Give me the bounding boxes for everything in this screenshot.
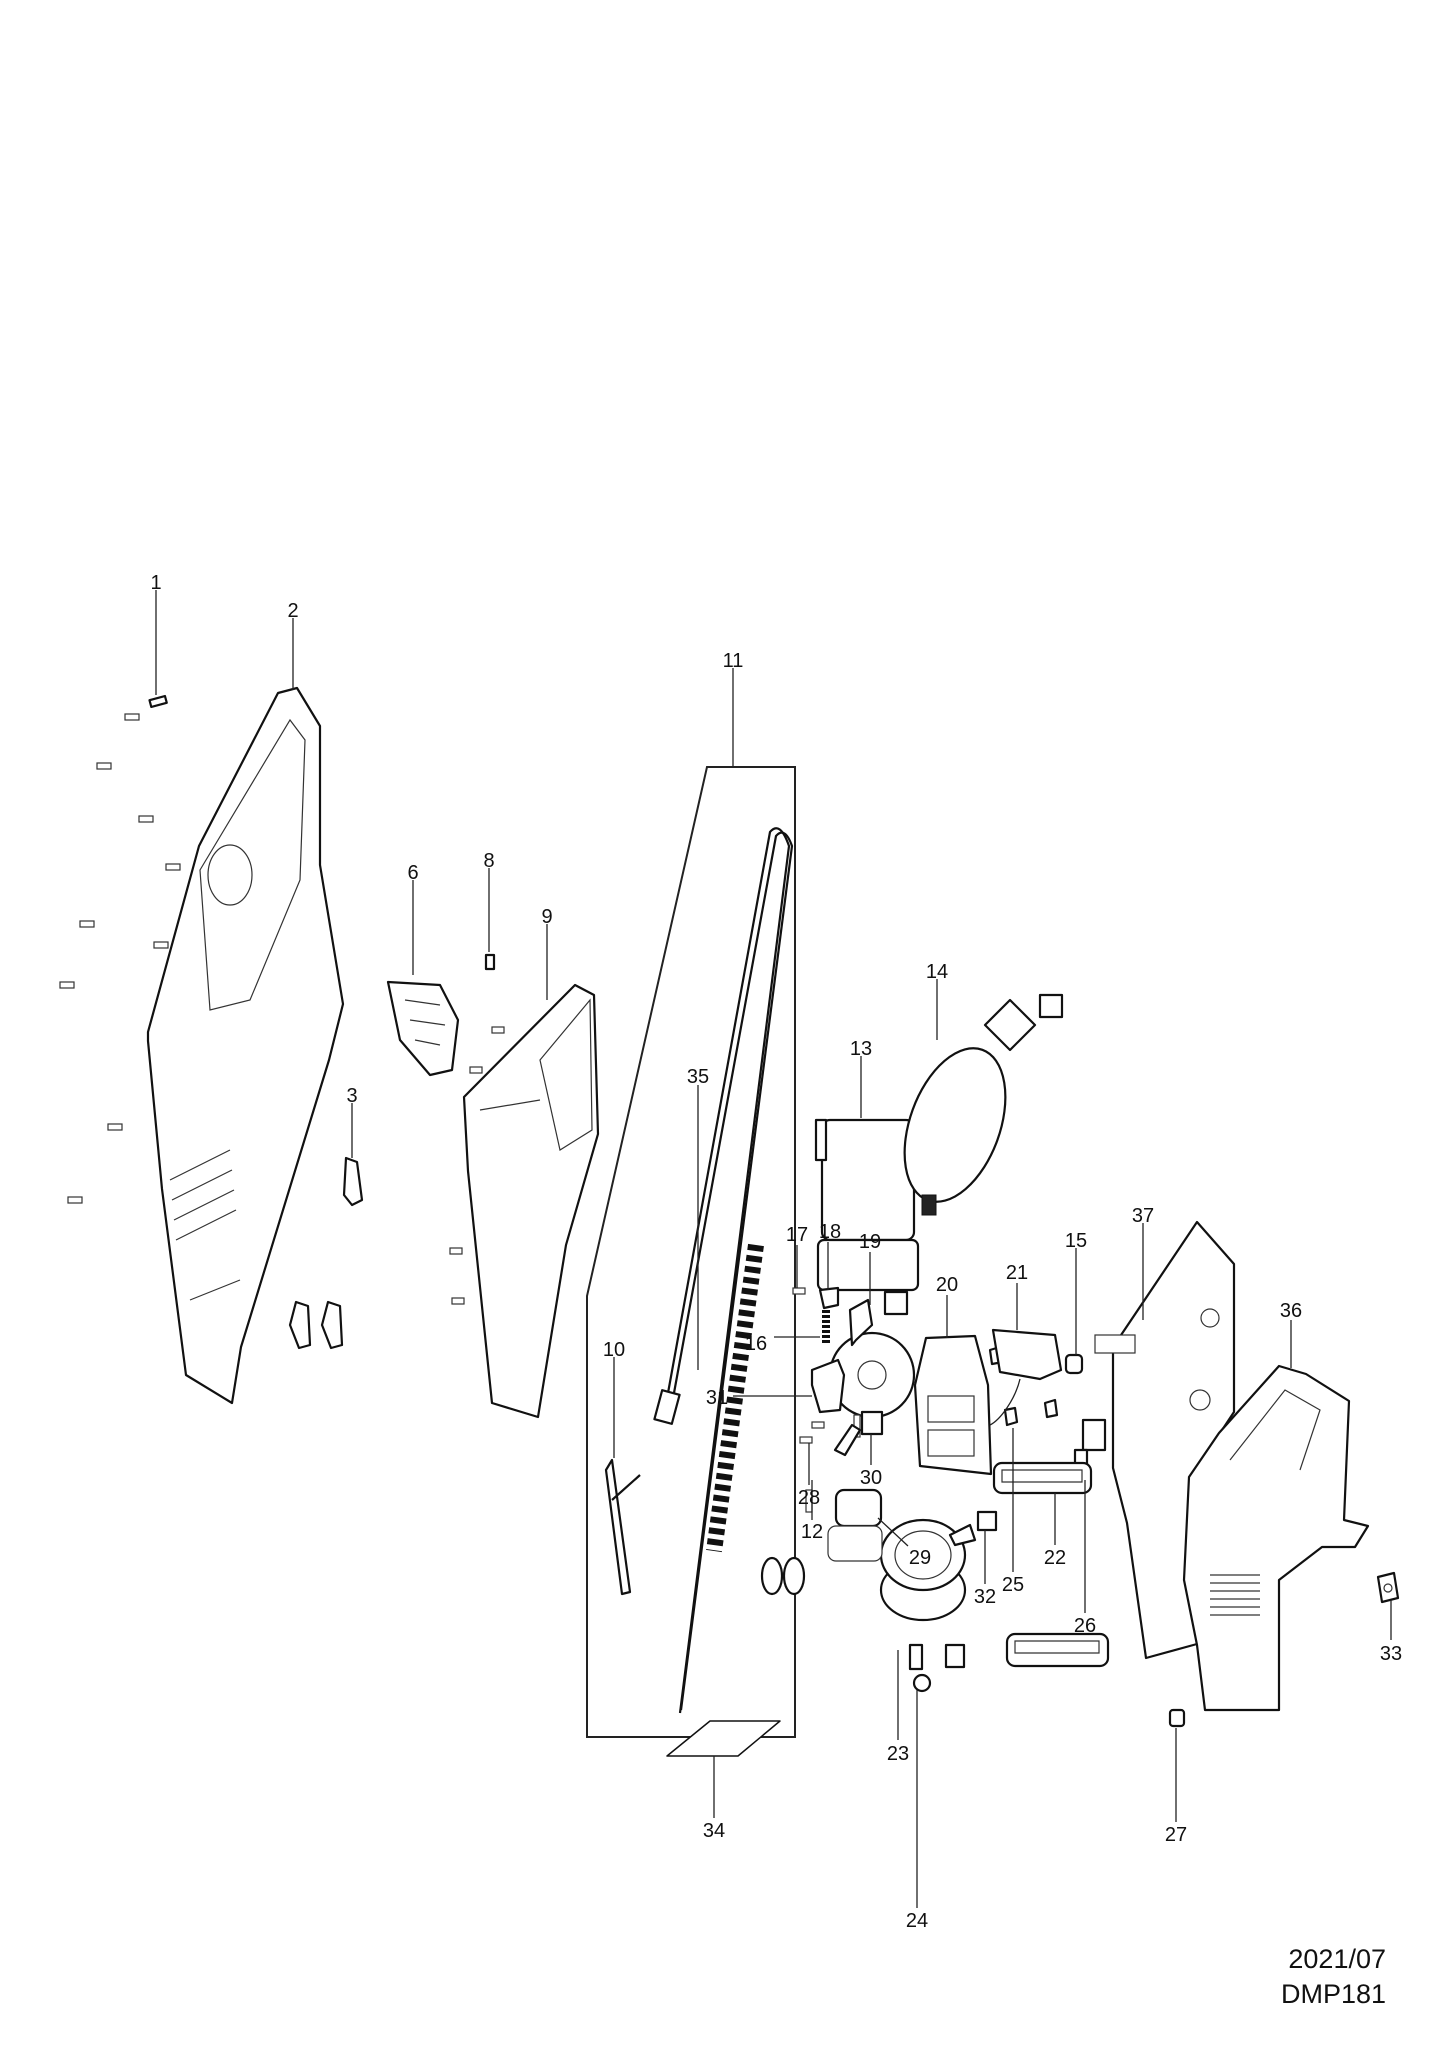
leader-lines: [155, 590, 1392, 1908]
footer-date: 2021/07: [1288, 1944, 1386, 1974]
part-20-battery-plate: [913, 1334, 993, 1476]
label-1: 1: [150, 572, 161, 594]
label-24: 24: [906, 1910, 928, 1932]
part-23-ring: [879, 1518, 967, 1693]
label-23: 23: [887, 1743, 909, 1765]
label-2: 2: [287, 600, 298, 622]
label-3: 3: [346, 1085, 357, 1107]
label-31: 31: [706, 1387, 728, 1409]
label-22: 22: [1044, 1547, 1066, 1569]
label-28: 28: [798, 1487, 820, 1509]
label-21: 21: [1006, 1262, 1028, 1284]
part-32-switch: [948, 1510, 998, 1547]
part-number-labels: 1 2 3 6 8 9 10 11 12 13 14 15 16 17 18 1…: [150, 572, 1402, 1932]
label-11: 11: [723, 650, 744, 672]
label-13: 13: [850, 1038, 872, 1060]
part-21-terminal: [989, 1328, 1063, 1426]
part-30-28-terminal: [799, 1410, 884, 1457]
part-33-plate: [1376, 1571, 1400, 1604]
part-13-pump: [805, 1118, 920, 1513]
label-8: 8: [483, 850, 494, 872]
label-30: 30: [860, 1467, 882, 1489]
label-26: 26: [1074, 1615, 1096, 1637]
part-35-hose: [653, 827, 794, 1714]
part-14-motor: [903, 993, 1064, 1216]
label-16: 16: [745, 1333, 767, 1355]
parts-16-19-switch: [792, 1286, 909, 1347]
part-9-bracket: [449, 983, 600, 1419]
kit-11-outline: [586, 766, 796, 1738]
label-35: 35: [687, 1066, 709, 1088]
part-27-plug: [1168, 1708, 1186, 1728]
part-8-screw: [484, 953, 496, 971]
label-6: 6: [407, 862, 418, 884]
part-31-switch: [810, 1358, 846, 1414]
part-22-strips: [992, 1461, 1110, 1668]
label-27: 27: [1165, 1824, 1187, 1846]
part-3-nuts: [288, 1156, 364, 1350]
label-12: 12: [801, 1521, 823, 1543]
label-19: 19: [859, 1231, 881, 1253]
label-10: 10: [603, 1339, 625, 1361]
part-29-blocks: [760, 1488, 883, 1596]
label-18: 18: [819, 1221, 841, 1243]
part-36-right-housing: [1182, 1364, 1370, 1712]
label-32: 32: [974, 1586, 996, 1608]
label-29: 29: [909, 1547, 931, 1569]
part-10-clip: [604, 1458, 641, 1596]
label-33: 33: [1380, 1643, 1402, 1665]
part-2-left-housing: [146, 686, 345, 1405]
label-15: 15: [1065, 1230, 1087, 1252]
label-9: 9: [541, 906, 552, 928]
label-17: 17: [786, 1224, 808, 1246]
screws-part-1: [59, 694, 181, 1204]
label-36: 36: [1280, 1300, 1302, 1322]
label-25: 25: [1002, 1574, 1024, 1596]
label-14: 14: [926, 961, 948, 983]
part-6-cover: [386, 980, 460, 1077]
label-34: 34: [703, 1820, 725, 1842]
label-20: 20: [936, 1274, 958, 1296]
label-37: 37: [1132, 1205, 1154, 1227]
part-34-label: [666, 1720, 781, 1757]
footer-model: DMP181: [1281, 1979, 1386, 2009]
